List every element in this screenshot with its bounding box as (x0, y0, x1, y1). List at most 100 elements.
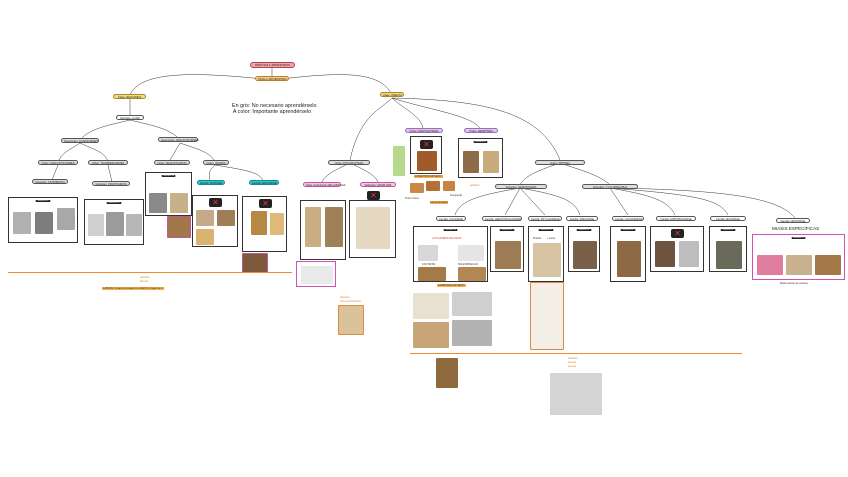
family-simuliidae: Familia: SIMULIIDAE (566, 216, 598, 221)
specimen-photo (88, 214, 104, 236)
insecta-items: adultos larvas pupas (568, 356, 578, 368)
flea-photo (443, 181, 455, 191)
phylum-node: Phyllum: ARTHROPODA (255, 76, 289, 81)
specimen-photo (463, 151, 479, 173)
card-hippoboscidae (650, 226, 704, 272)
legend-line-1: En gris: No necesario aprendérselo (232, 103, 317, 109)
card-mallophaga (300, 200, 346, 260)
specimen-photo (301, 266, 333, 284)
specimen-photo (573, 241, 597, 269)
card-argasidae (242, 196, 287, 252)
superorder-parasitiformes: Superorden: PARASITIFORMES (158, 137, 199, 142)
family-psychodidae: Familia: PSYCHODIDAE (528, 216, 562, 221)
item-adults: adultos (340, 295, 350, 299)
specimen-photo (393, 146, 405, 176)
specimen-photo (452, 292, 492, 316)
hemiptera-note: adultos (470, 183, 480, 187)
specimen-photo (436, 358, 458, 388)
specimen-photo (338, 305, 364, 335)
family-ceratopogonidae: Familia: CERATOPOGONIDAE (482, 216, 522, 221)
specimen-photo (149, 193, 167, 213)
larva-label: + Larva (547, 237, 556, 240)
specimen-photo (413, 293, 449, 319)
order-hemiptera: Orden: HEMIPTERA (464, 128, 498, 133)
lice-items: adultos huevos/liendres (340, 295, 361, 303)
specimen-photo (106, 212, 124, 236)
suborder-nematocera: Suborden: NEMATOCERA (495, 184, 547, 189)
genera-tag: GÉNEROS (473, 141, 488, 143)
card-ostribatida: GÉNEROS (8, 197, 78, 243)
subclass-acari: Subclase: ACARI (116, 115, 144, 120)
family-glossinidae: Familia: GLOSSINIDAE (612, 216, 644, 221)
specimen-photo (57, 208, 75, 230)
item-larvae: larvas (140, 279, 149, 283)
excluded-icon (671, 229, 684, 238)
specimen-photo (170, 193, 188, 213)
order-diptera: Orden: DIPTERA (535, 160, 585, 165)
arachnida-divider (8, 272, 292, 274)
specimen-photo (356, 207, 390, 249)
family-oestridae: Familia: OESTRIDAE (776, 218, 810, 223)
card-siphonaptera (410, 136, 442, 174)
specimen-photo (757, 255, 783, 275)
superorder-acariformes: Superorden: ACARIFORMES (61, 138, 99, 143)
order-sarcoptiformes: Orden: SARCOPTIFORMES (38, 160, 78, 165)
class-insecta: Clase: INSECTA (380, 92, 404, 97)
legend-line-2: A color: Importante aprendérselo (232, 109, 312, 115)
specimen-photo (251, 211, 267, 235)
excluded-icon (367, 191, 380, 200)
genera-tag: GÉNEROS (538, 229, 554, 231)
flea-photo (426, 181, 440, 191)
card-myiasis: GÉNEROS (752, 234, 845, 280)
genera-tag: GÉNEROS (499, 229, 515, 231)
order-trombidiformes: Orden: TROMBIDIFORMES (88, 160, 128, 165)
card-muscidae: GÉNEROS (709, 226, 747, 272)
card-mesostigmata: GÉNEROS (145, 172, 192, 216)
family-argasidae: Familia: ARGASIDAE (249, 180, 279, 185)
specimen-photo (458, 245, 484, 261)
order-siphonaptera: Orden: SIPHONAPTERA (405, 128, 443, 133)
specimen-photo (270, 213, 284, 235)
order-ixodida: Orden: IXODIDA (203, 160, 229, 165)
myiasis-title: MIASIS ESPECÍFICAS (772, 226, 820, 231)
card-prostigmata: GÉNEROS (84, 199, 144, 245)
specimen-photo (126, 214, 142, 236)
genera-tag: GÉNEROS (720, 229, 736, 231)
class-arachnida: Clase: ARACHNIDA (113, 94, 146, 99)
hemiptera-item: adultos (470, 183, 480, 187)
specimen-photo (617, 241, 641, 277)
specimen-photo (196, 210, 214, 226)
specimen-photo (305, 207, 321, 247)
suborder-mallophaga: Subo. Ischnocera: MALLOPHAGA (303, 182, 346, 187)
specimen-photo (716, 241, 742, 269)
siphon-label: CON SIFÓN (422, 263, 436, 266)
card-psychodidae: GÉNEROS Phlebot. + Larva (528, 226, 564, 282)
specimen-photo (458, 267, 486, 281)
specimen-photo (452, 320, 492, 346)
larvae-note: LARVAS: 3 pares de patas (en total 6) en… (102, 287, 164, 290)
specimen-photo (418, 267, 446, 281)
order-mesostigmata: Orden: MESOSTIGMATA (154, 160, 190, 165)
genera-tag: GÉNEROS (161, 175, 176, 177)
item-adults: adultos (140, 275, 150, 279)
specimen-photo (495, 241, 521, 269)
specimen-photo (418, 245, 438, 261)
genera-tag: GÉNEROS (791, 237, 806, 239)
legend-note: En gris: No necesario aprendérselo A col… (232, 103, 317, 115)
card-simuliidae: GÉNEROS (568, 226, 600, 272)
no-spiracle-label: SIN ESPIRÁCULO (458, 263, 479, 266)
card-glossinidae: GÉNEROS (610, 226, 646, 282)
specimen-photo (815, 255, 841, 275)
phlebotomus-label: Phlebot. (533, 237, 542, 240)
suborder-prostigmata: Suborden: PROSTIGMATA (92, 181, 130, 186)
item-eggs: huevos/liendres (340, 299, 362, 303)
excluded-icon (209, 198, 222, 207)
family-hippoboscidae: Familia: HIPPOBOSCIDAE (656, 216, 696, 221)
genera-tag: GÉNEROS (576, 229, 592, 231)
excluded-icon (259, 199, 272, 208)
flea-legend-3: Xenopsylla (450, 194, 462, 197)
specimen-photo (13, 212, 31, 234)
myiasis-caption: Miasis (larvas de moscas) (780, 282, 808, 285)
flea-identify-note: A IDENTIFICAR SEXO (414, 175, 443, 178)
